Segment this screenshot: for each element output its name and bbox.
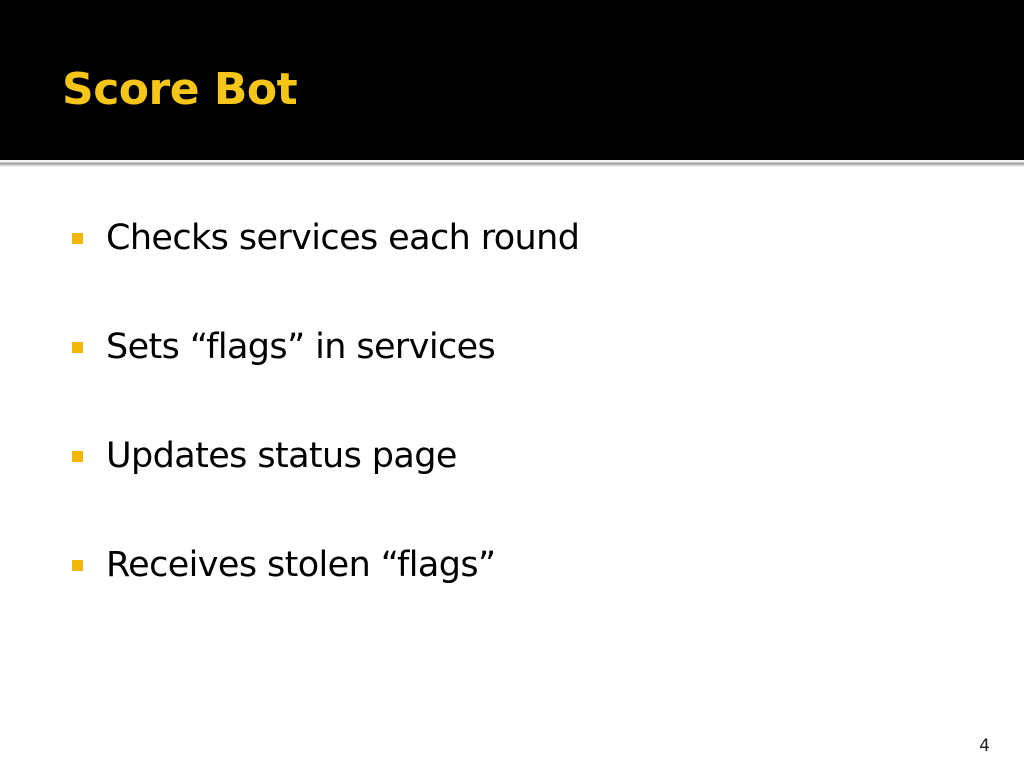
square-bullet-icon <box>72 559 83 571</box>
bullet-text: Receives stolen “flags” <box>106 545 496 585</box>
title-bar <box>0 0 1024 160</box>
page-number: 4 <box>979 736 990 756</box>
square-bullet-icon <box>72 450 83 462</box>
bullet-item: Receives stolen “flags” <box>72 537 579 593</box>
bullet-list: Checks services each round Sets “flags” … <box>72 210 580 646</box>
square-bullet-icon <box>72 232 83 244</box>
bullet-text: Checks services each round <box>106 218 580 258</box>
bullet-item: Updates status page <box>72 428 579 484</box>
bullet-text: Sets “flags” in services <box>106 327 496 367</box>
bullet-item: Sets “flags” in services <box>72 319 579 375</box>
square-bullet-icon <box>72 341 83 353</box>
slide-title: Score Bot <box>62 64 298 115</box>
bullet-text: Updates status page <box>106 436 457 476</box>
title-divider <box>0 160 1024 167</box>
bullet-item: Checks services each round <box>72 210 580 266</box>
